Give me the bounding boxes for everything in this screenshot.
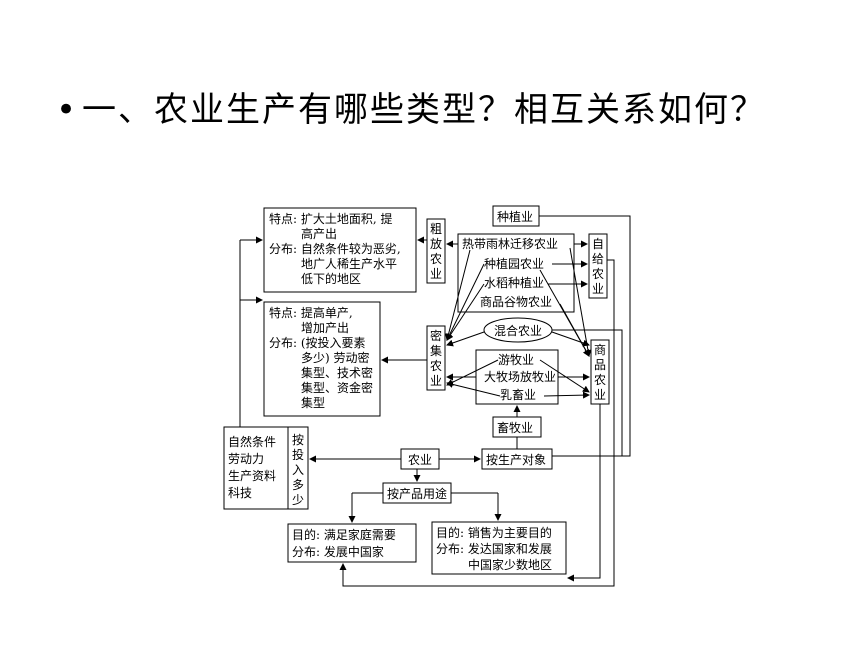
commercial-desc-line: 中国家少数地区 [468,557,552,572]
svg-text:给: 给 [592,252,604,266]
crop-type: 种植园农业 [484,256,544,271]
svg-text:农: 农 [430,252,442,266]
svg-text:集: 集 [430,343,442,358]
subsistence-desc-box: 目的: 满足家庭需要 分布: 发展中国家 [287,523,417,563]
intensive-desc-line: 集型、资金密 [301,380,373,395]
factor-item: 劳动力 [228,452,264,466]
extensive-agriculture-box: 粗 放 农 业 [426,218,446,284]
svg-text:业: 业 [430,374,442,388]
by-input-box: 按 投 入 多 少 [287,426,309,510]
livestock-type: 游牧业 [498,353,534,367]
livestock-type: 乳畜业 [500,387,536,402]
slide-title: •一、农业生产有哪些类型？相互关系如何？ [56,82,766,131]
svg-text:粗: 粗 [430,222,442,236]
extensive-desc-line: 特点: 扩大土地面积, 提 [269,211,393,226]
livestock-types-frame: 游牧业 大牧场放牧业 乳畜业 [475,349,559,405]
crop-type: 商品谷物农业 [480,294,552,309]
svg-text:投: 投 [292,447,304,462]
connector-lines [239,215,631,587]
svg-text:业: 业 [430,267,442,281]
extensive-desc-line: 高产出 [301,226,337,241]
svg-text:商: 商 [594,342,606,357]
mixed-farming-ellipse: 混合农业 [483,317,553,343]
svg-text:畜牧业: 畜牧业 [497,420,533,435]
intensive-desc-line: 增加产出 [301,321,349,335]
svg-text:放: 放 [430,236,442,251]
commercial-agriculture-box: 商 品 农 业 [590,339,610,405]
extensive-desc-line: 分布: 自然条件较为恶劣, [269,241,401,256]
agriculture-box: 农业 [400,448,440,470]
svg-text:业: 业 [592,282,604,296]
subsistence-desc-line: 分布: 发展中国家 [292,544,384,559]
commercial-desc-box: 目的: 销售为主要目的 分布: 发达国家和发展 中国家少数地区 [431,521,567,575]
crop-types-frame: 热带雨林迁移农业 种植园农业 水稻种植业 商品谷物农业 [457,233,575,313]
svg-text:多: 多 [292,478,304,492]
factor-item: 生产资料 [228,469,276,483]
intensive-desc-line: 集型 [301,395,325,410]
svg-text:自: 自 [592,237,604,251]
factor-item: 科技 [228,486,252,500]
intensive-desc-line: 分布: (按投入要素 [269,335,366,350]
svg-text:业: 业 [594,388,606,402]
title-text: 一、农业生产有哪些类型？相互关系如何？ [82,90,766,130]
svg-text:按: 按 [292,433,304,447]
crop-type: 水稻种植业 [484,275,544,290]
svg-text:农业: 农业 [408,453,432,467]
by-object-box: 按生产对象 [481,448,553,470]
svg-text:按产品用途: 按产品用途 [387,486,447,501]
intensive-desc-box: 特点: 提高单产, 增加产出 分布: (按投入要素 多少) 劳动密 集型、技术密… [263,301,381,417]
svg-text:按生产对象: 按生产对象 [486,453,546,467]
svg-text:入: 入 [292,463,304,477]
livestock-type: 大牧场放牧业 [484,369,556,384]
commercial-desc-line: 目的: 销售为主要目的 [436,525,552,540]
intensive-agriculture-box: 密 集 农 业 [426,325,446,391]
crop-type: 热带雨林迁移农业 [462,237,558,251]
extensive-desc-line: 地广人稀生产水平 [301,257,397,271]
extensive-desc-line: 低下的地区 [301,271,361,286]
extensive-desc-box: 特点: 扩大土地面积, 提 高产出 分布: 自然条件较为恶劣, 地广人稀生产水平… [263,207,417,293]
svg-text:品: 品 [594,358,606,372]
bullet: • [56,90,79,130]
subsistence-desc-line: 目的: 满足家庭需要 [292,527,396,542]
svg-text:农: 农 [430,359,442,373]
intensive-desc-line: 集型、技术密 [301,365,373,380]
factors-box: 自然条件 劳动力 生产资料 科技 [223,426,289,510]
svg-text:少: 少 [292,493,304,507]
subsistence-agriculture-box: 自 给 农 业 [588,233,608,299]
by-use-box: 按产品用途 [382,482,452,504]
commercial-desc-line: 分布: 发达国家和发展 [436,541,552,556]
svg-text:混合农业: 混合农业 [494,323,542,338]
factor-item: 自然条件 [228,434,276,449]
svg-text:密: 密 [430,328,442,343]
svg-text:农: 农 [592,267,604,281]
svg-text:农: 农 [594,373,606,387]
cultivation-box: 种植业 [492,205,540,227]
animal-husbandry-box: 畜牧业 [492,416,542,438]
intensive-desc-line: 特点: 提高单产, [269,305,353,320]
intensive-desc-line: 多少) 劳动密 [301,350,370,365]
svg-text:种植业: 种植业 [497,209,533,224]
